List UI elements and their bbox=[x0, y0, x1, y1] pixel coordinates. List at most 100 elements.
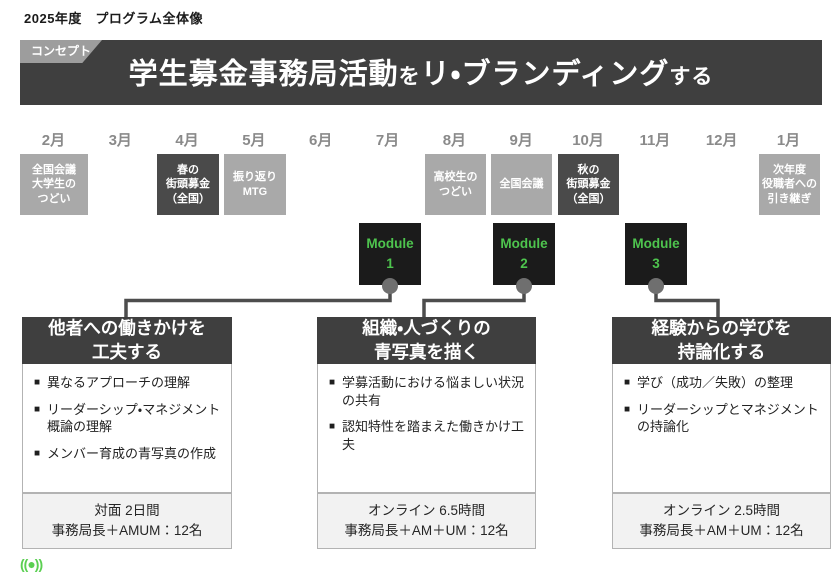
module-2-bullet-list: ■ 学募活動における悩ましい状況の共有 ■ 認知特性を踏まえた働きかけ工夫 bbox=[317, 364, 536, 493]
list-item: ■ メンバー育成の青写真の作成 bbox=[32, 445, 222, 463]
participants-line: 事務局長＋AMUM：12名 bbox=[51, 523, 203, 538]
event-line: MTG bbox=[242, 185, 268, 198]
event-line: つどい bbox=[439, 185, 472, 198]
format-line: オンライン 6.5時間 bbox=[367, 502, 486, 518]
list-item-text: メンバー育成の青写真の作成 bbox=[47, 445, 217, 461]
event-box-autumn-fundraising: 秋の 街頭募金 （全国） bbox=[558, 154, 619, 215]
concept-title: 学生募金事務局活動をリ・ブランディングする bbox=[20, 50, 822, 92]
event-line: 全国会議 bbox=[499, 178, 544, 191]
square-bullet-icon: ■ bbox=[34, 403, 41, 415]
heading-line: 他者への働きかけを bbox=[48, 318, 206, 339]
module-2-heading: 組織・人づくりの 青写真を描く bbox=[317, 317, 536, 364]
module-number: 2 bbox=[520, 256, 528, 271]
square-bullet-icon: ■ bbox=[624, 403, 631, 415]
event-box-review-mtg: 振り返り MTG bbox=[224, 154, 286, 215]
participants-line: 事務局長＋AM＋UM：12名 bbox=[344, 523, 509, 538]
heading-line: 青写真を描く bbox=[374, 341, 479, 362]
square-bullet-icon: ■ bbox=[329, 421, 336, 433]
square-bullet-icon: ■ bbox=[329, 377, 336, 388]
concept-tag-label: コンセプト bbox=[20, 40, 102, 63]
module-1-heading: 他者への働きかけを 工夫する bbox=[22, 317, 232, 364]
module-1-box: Module 1 bbox=[359, 223, 421, 285]
month-label: 7月 bbox=[375, 132, 400, 149]
list-item: ■ 認知特性を踏まえた働きかけ工夫 bbox=[327, 418, 526, 453]
module-2-detail-card: 組織・人づくりの 青写真を描く ■ 学募活動における悩ましい状況の共有 ■ 認知特性… bbox=[317, 317, 536, 549]
event-line: 高校生の bbox=[433, 171, 478, 184]
heading-line: 組織・人づくりの bbox=[362, 318, 491, 339]
heading-line: 工夫する bbox=[92, 341, 162, 362]
event-line: つどい bbox=[37, 192, 71, 205]
heading-line: 経験からの学びを bbox=[651, 318, 792, 339]
concept-title-particle: を bbox=[398, 64, 421, 88]
module-label: Module bbox=[500, 236, 548, 252]
module-label: Module bbox=[366, 236, 414, 252]
event-box-highschool-gathering: 高校生の つどい bbox=[425, 154, 486, 215]
month-label: 10月 bbox=[572, 132, 604, 149]
concept-banner: コンセプト 学生募金事務局活動をリ・ブランディングする bbox=[20, 40, 822, 105]
module-3-format-info: オンライン 2.5時間 事務局長＋AM＋UM：12名 bbox=[612, 493, 831, 549]
event-box-national-meeting-feb: 全国会議 大学生の つどい bbox=[20, 154, 88, 215]
event-line: 振り返り bbox=[233, 171, 277, 184]
organization-logo-icon: ((●)) bbox=[20, 556, 43, 572]
module-1-bullet-list: ■ 異なるアプローチの理解 ■ リーダーシップ・マネジメント概論の理解 ■ メンバー育… bbox=[22, 364, 232, 493]
timeline-month-row: 2月 3月 4月 5月 6月 7月 8月 9月 10月 11月 12月 1月 bbox=[20, 129, 822, 150]
concept-title-part: リ・ブランディング bbox=[420, 57, 670, 90]
module-2-format-info: オンライン 6.5時間 事務局長＋AM＋UM：12名 bbox=[317, 493, 536, 549]
list-item: ■ 学び（成功／失敗）の整理 bbox=[622, 374, 821, 392]
list-item-text: 異なるアプローチの理解 bbox=[47, 375, 191, 390]
concept-title-particle: する bbox=[669, 64, 714, 88]
event-line: （全国） bbox=[566, 192, 611, 205]
month-label: 12月 bbox=[705, 132, 738, 149]
page-title: 2025年度 プログラム全体像 bbox=[24, 11, 204, 26]
list-item: ■ 異なるアプローチの理解 bbox=[32, 374, 222, 392]
concept-title-part: 学生募金事務局活動 bbox=[128, 57, 399, 90]
month-label: 1月 bbox=[776, 132, 801, 149]
month-label: 5月 bbox=[242, 132, 266, 149]
list-item-text: リーダーシップとマネジメントの持論化 bbox=[637, 401, 819, 435]
list-item-text: 認知特性を踏まえた働きかけ工夫 bbox=[342, 419, 525, 452]
event-box-national-meeting-sep: 全国会議 bbox=[491, 154, 552, 215]
module-label: Module bbox=[632, 236, 680, 252]
module-number: 1 bbox=[386, 256, 394, 271]
month-label: 6月 bbox=[309, 132, 333, 149]
list-item-text: 学び（成功／失敗）の整理 bbox=[637, 375, 794, 390]
month-label: 9月 bbox=[509, 132, 533, 149]
square-bullet-icon: ■ bbox=[624, 377, 631, 388]
event-box-handover: 次年度 役職者への 引き継ぎ bbox=[759, 154, 820, 215]
month-label: 3月 bbox=[108, 132, 132, 149]
list-item-text: リーダーシップ・マネジメント概論の理解 bbox=[47, 401, 221, 435]
module-number: 3 bbox=[652, 256, 660, 271]
module-3-heading: 経験からの学びを 持論化する bbox=[612, 317, 831, 364]
module-3-box: Module 3 bbox=[625, 223, 687, 285]
event-line: 春の bbox=[177, 164, 199, 177]
square-bullet-icon: ■ bbox=[34, 447, 41, 459]
format-line: 対面 2日間 bbox=[94, 502, 160, 518]
month-label: 4月 bbox=[175, 132, 199, 149]
square-bullet-icon: ■ bbox=[34, 377, 41, 388]
module-1-format-info: 対面 2日間 事務局長＋AMUM：12名 bbox=[22, 493, 232, 549]
event-line: 街頭募金 bbox=[166, 178, 210, 191]
month-label: 8月 bbox=[442, 132, 467, 149]
event-line: （全国） bbox=[166, 192, 210, 205]
event-line: 次年度 bbox=[773, 164, 806, 177]
module-2-box: Module 2 bbox=[493, 223, 555, 285]
heading-line: 持論化する bbox=[677, 341, 766, 362]
participants-line: 事務局長＋AM＋UM：12名 bbox=[639, 523, 804, 538]
event-line: 秋の bbox=[577, 164, 600, 177]
event-line: 大学生の bbox=[32, 178, 76, 191]
module-3-bullet-list: ■ 学び（成功／失敗）の整理 ■ リーダーシップとマネジメントの持論化 bbox=[612, 364, 831, 493]
module-3-detail-card: 経験からの学びを 持論化する ■ 学び（成功／失敗）の整理 ■ リーダーシップとマネ… bbox=[612, 317, 831, 549]
event-line: 街頭募金 bbox=[566, 178, 611, 191]
list-item: ■ 学募活動における悩ましい状況の共有 bbox=[327, 374, 526, 409]
format-line: オンライン 2.5時間 bbox=[662, 502, 781, 518]
list-item: ■ リーダーシップ・マネジメント概論の理解 bbox=[32, 401, 222, 436]
list-item-text: 学募活動における悩ましい状況の共有 bbox=[342, 375, 525, 408]
month-label: 2月 bbox=[41, 132, 66, 149]
event-box-spring-fundraising: 春の 街頭募金 （全国） bbox=[157, 154, 219, 215]
module-1-detail-card: 他者への働きかけを 工夫する ■ 異なるアプローチの理解 ■ リーダーシップ・マネジ… bbox=[22, 317, 232, 549]
event-line: 役職者への bbox=[762, 178, 817, 191]
event-line: 引き継ぎ bbox=[767, 192, 812, 205]
event-line: 全国会議 bbox=[32, 164, 76, 177]
list-item: ■ リーダーシップとマネジメントの持論化 bbox=[622, 401, 821, 436]
month-label: 11月 bbox=[639, 132, 671, 149]
